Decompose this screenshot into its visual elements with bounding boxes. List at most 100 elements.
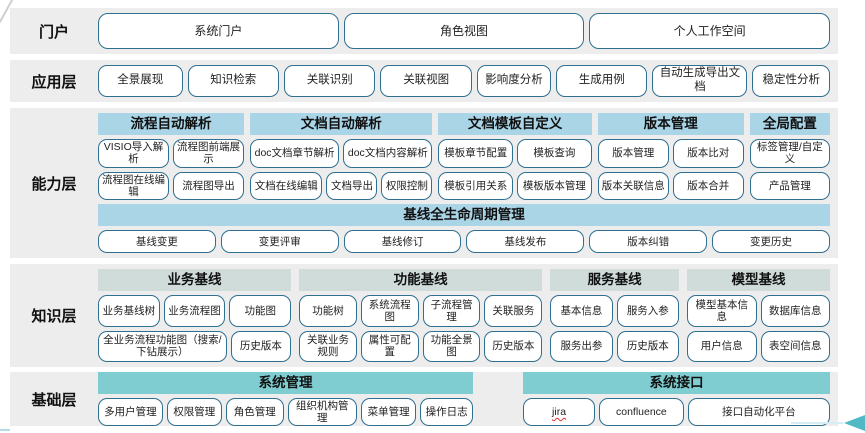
button-label: 稳定性分析 [762, 74, 820, 87]
button-label: 影响度分析 [485, 74, 543, 87]
button-label: 服务出参 [560, 340, 603, 353]
feature-button: 基线修订 [343, 230, 462, 254]
knowledge-group-header: 服务基线 [550, 269, 679, 292]
button-label: 属性可配置 [368, 333, 411, 359]
button-label: 自动生成导出文档 [659, 67, 741, 93]
button-label: 关联识别 [306, 74, 353, 87]
feature-button: 自动生成导出文档 [652, 65, 748, 97]
foundation-group-1: 系统管理多用户管理权限管理角色管理组织机构管理菜单管理操作日志 [98, 371, 474, 427]
knowledge-group-header: 业务基线 [98, 269, 292, 292]
foundation-group-header: 系统接口 [523, 371, 830, 394]
feature-button: 组织机构管理 [287, 397, 357, 427]
portal-content: 系统门户 角色视图 个人工作空间 [98, 8, 838, 54]
button-label: 功能全景图 [430, 333, 473, 359]
layer-band-application: 应用层 全景展现知识检索关联识别关联视图影响度分析生成用例自动生成导出文档稳定性… [10, 60, 838, 102]
button-label: 版本管理 [612, 146, 655, 159]
feature-button: 影响度分析 [476, 65, 551, 97]
knowledge-group-4: 模型基线模型基本信息数据库信息用户信息 表空间信息 [686, 269, 831, 362]
knowledge-group-header: 功能基线 [299, 269, 543, 292]
button-label: 历史版本 [492, 340, 535, 353]
button-label: 系统流程图 [368, 298, 411, 323]
feature-button: 业务流程图 [163, 295, 226, 327]
portal-button-row: 系统门户 角色视图 个人工作空间 [98, 13, 831, 49]
button-label: 业务基线树 [102, 304, 156, 317]
button-label: confluence [615, 405, 667, 418]
knowledge-button-row: 关联业务规则属性可配置功能全景图 历史版本 [299, 330, 543, 362]
feature-button: 文档导出 [326, 171, 378, 201]
feature-button: 关联业务规则 [299, 330, 357, 362]
button-label: 版本合并 [687, 179, 730, 192]
button-label: 模板引用关系 [444, 179, 508, 192]
button-label: jira [552, 405, 567, 418]
capability-group-header: 文档自动解析 [249, 112, 433, 135]
feature-button: 权限控制 [381, 171, 433, 201]
feature-button: 模板版本管理 [517, 171, 592, 201]
feature-button: 模板引用关系 [438, 171, 514, 201]
feature-button: doc文档内容解析 [343, 138, 433, 168]
button-label: 权限管理 [173, 405, 216, 418]
button-label: 流程图前端展示 [177, 140, 240, 166]
button-label: 关联服务 [492, 304, 535, 317]
knowledge-group-header: 模型基线 [686, 269, 831, 292]
capability-group-header: 版本管理 [597, 112, 744, 135]
knowledge-group-1: 业务基线业务基线树业务流程图功能图全业务流程功能图（搜索/下钻展示）历史版本 [98, 269, 292, 362]
knowledge-group-2: 功能基线功能树系统流程图子流程管理 关联服务关联业务规则属性可配置功能全景图 历史版… [299, 269, 543, 362]
feature-button: 系统门户 [98, 13, 339, 49]
button-label: 角色视图 [440, 23, 489, 38]
button-label: 变更历史 [750, 235, 793, 248]
button-label: 变更评审 [258, 235, 301, 248]
capability-button-row: 标签管理/自定义 [749, 138, 830, 168]
capability-button-row: 文档在线编辑文档导出权限控制 [249, 171, 433, 201]
feature-button: 稳定性分析 [752, 65, 830, 97]
feature-button: 全景展现 [98, 65, 183, 97]
button-label: 服务入参 [626, 304, 669, 317]
button-label: 全景展现 [117, 74, 164, 87]
feature-button: 服务入参 [616, 295, 679, 327]
layer-label-application: 应用层 [31, 73, 77, 91]
feature-button: 操作日志 [420, 397, 474, 427]
layer-band-knowledge: 知识层 业务基线业务基线树业务流程图 功能图全业务流程功能图（搜索/下钻展示） 历史… [10, 264, 838, 367]
feature-button: 属性可配置 [360, 330, 419, 362]
feature-button: 功能全景图 [422, 330, 481, 362]
feature-button: 菜单管理 [360, 397, 417, 427]
button-label: 多用户管理 [104, 405, 157, 418]
button-label: 功能图 [244, 304, 277, 317]
layer-band-portal: 门户 系统门户角色视图个人工作空间 [10, 8, 838, 54]
feature-button: 功能树 [299, 295, 357, 327]
feature-button: 数据库信息 [760, 295, 831, 327]
feature-button: 全业务流程功能图（搜索/下钻展示） [98, 330, 227, 362]
feature-button: 模板章节配置 [438, 138, 514, 168]
knowledge-button-row: 服务出参历史版本 [550, 330, 679, 362]
feature-button: 用户信息 [686, 330, 757, 362]
feature-button: 流程图前端展示 [173, 138, 244, 168]
left-arrow-icon [844, 415, 865, 431]
feature-button: doc文档章节解析 [249, 138, 340, 168]
button-label: 文档在线编辑 [254, 179, 318, 192]
feature-button: 流程图在线编辑 [98, 171, 169, 201]
button-label: 用户信息 [700, 340, 743, 353]
button-label: 基线修订 [381, 235, 424, 248]
capability-group-4: 版本管理版本管理版本比对版本关联信息版本合并 [597, 112, 744, 201]
feature-button: 系统流程图 [360, 295, 419, 327]
feature-button: 表空间信息 [760, 330, 831, 362]
button-label: 生成用例 [578, 74, 625, 87]
button-label: 子流程管理 [430, 298, 473, 323]
feature-button: 个人工作空间 [589, 13, 831, 49]
layer-label-capability: 能力层 [31, 175, 77, 193]
button-label: 权限控制 [385, 179, 428, 192]
button-label: 知识检索 [210, 74, 257, 87]
foundation-group-header: 系统管理 [98, 371, 474, 394]
baseline-button-row: 基线变更变更评审基线修订基线发布版本纠错变更历史 [98, 230, 830, 254]
button-label: 模板章节配置 [444, 146, 508, 159]
feature-button: 流程图导出 [173, 171, 244, 201]
feature-button: 基线发布 [466, 230, 585, 254]
feature-button: 文档在线编辑 [249, 171, 323, 201]
layer-label-knowledge: 知识层 [31, 308, 77, 325]
button-label: 标签管理/自定义 [756, 140, 823, 166]
button-label: 个人工作空间 [673, 23, 746, 38]
knowledge-button-row: 业务基线树业务流程图 功能图 [98, 295, 292, 327]
knowledge-button-row: 模型基本信息数据库信息 [686, 295, 831, 327]
